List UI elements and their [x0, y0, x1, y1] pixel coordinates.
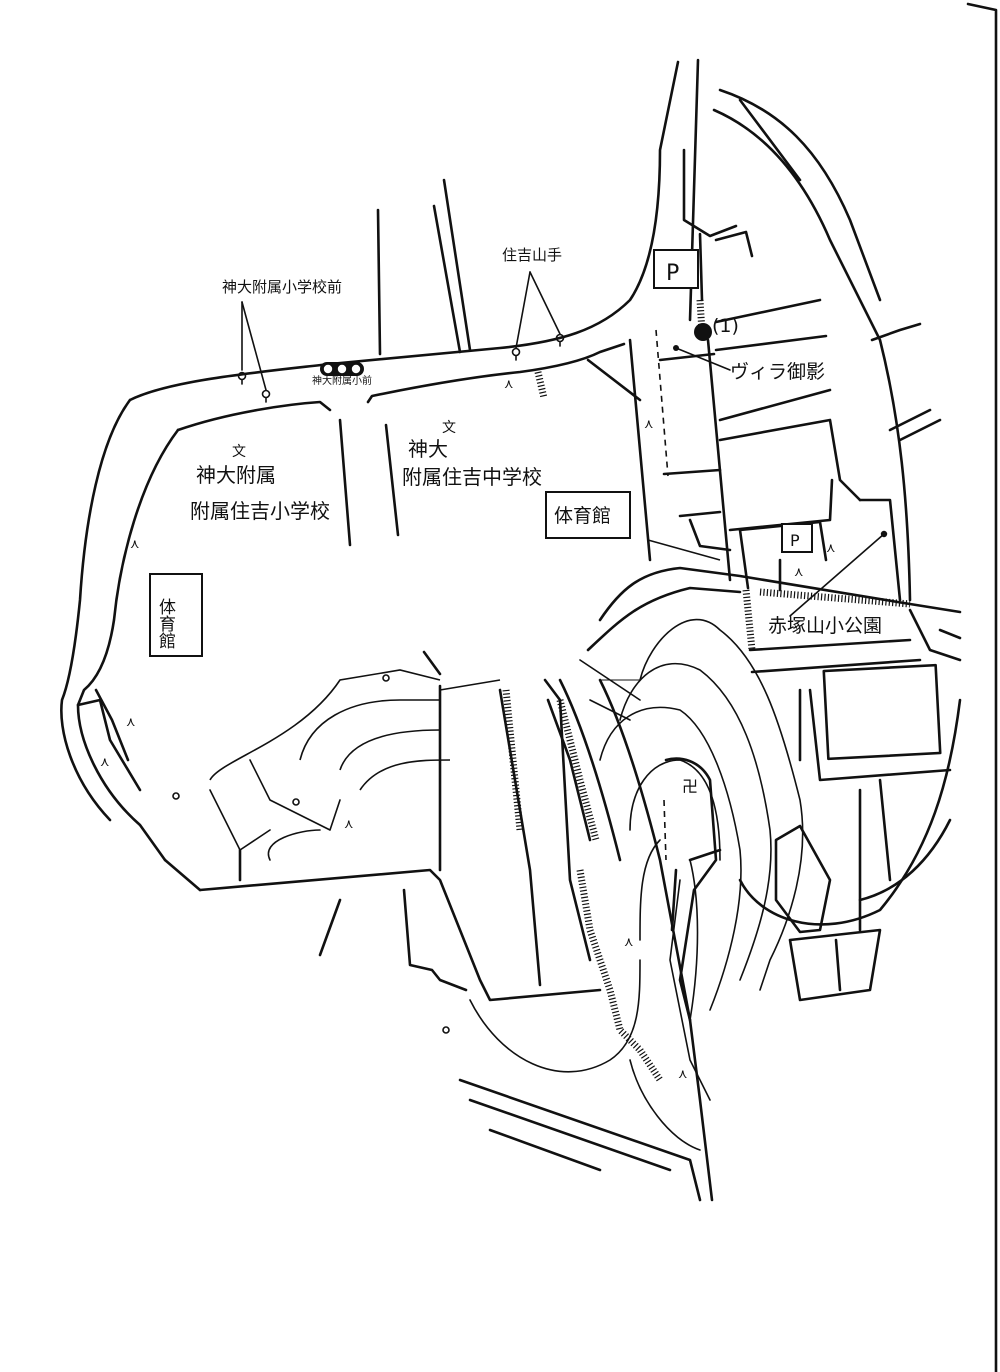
parking-2-label: P	[790, 531, 800, 550]
gym-left-box	[149, 573, 203, 657]
page-edge	[966, 2, 998, 1372]
svg-text:⋏: ⋏	[344, 817, 354, 832]
park-name-label: 赤塚山小公園	[768, 615, 882, 637]
hatched-steps	[502, 299, 911, 1082]
villa-leader-line	[675, 347, 731, 371]
point-marker-label: (1)	[712, 315, 739, 337]
gym-right-label: 体育館	[554, 505, 611, 527]
school-junior-symbol: 文	[442, 420, 456, 436]
school-elementary-name-1: 神大附属	[196, 463, 276, 487]
svg-text:⋏: ⋏	[644, 417, 654, 432]
gym-left-label: 体育館	[155, 598, 176, 649]
svg-text:⋏: ⋏	[624, 935, 634, 950]
parking-1-label: P	[666, 261, 679, 286]
city-blocks	[163, 298, 952, 1022]
villa-mikage-label: ヴィラ御影	[730, 361, 825, 383]
park-dot-icon	[880, 530, 888, 538]
contour-lines	[469, 618, 804, 1151]
svg-text:⋏: ⋏	[504, 377, 514, 392]
gym-right-box	[545, 491, 631, 539]
temple-icon: 卍	[682, 777, 698, 796]
parking-1-box	[653, 249, 699, 289]
svg-text:⋏: ⋏	[678, 1067, 688, 1082]
svg-text:⋏: ⋏	[126, 715, 136, 730]
park-leader-line	[789, 533, 885, 617]
bus-stop-label-fuzoku-shogakko-mae: 神大附属小学校前	[222, 278, 342, 296]
school-elementary-name-2: 附属住吉小学校	[190, 499, 330, 523]
parking-2-box	[781, 523, 813, 553]
embankments	[209, 539, 721, 861]
bus-stop-label-sumiyoshi-yamate: 住吉山手	[502, 246, 562, 264]
svg-text:⋏: ⋏	[826, 541, 836, 556]
bus-stop-markers	[237, 271, 565, 403]
traffic-signal-icon	[320, 362, 364, 376]
road-network	[60, 58, 962, 1202]
svg-text:⋏: ⋏	[130, 537, 140, 552]
school-junior-name-1: 神大	[408, 437, 448, 461]
vegetation-symbols: ⋏ ⋏ ⋏ ⋏ ⋏ ⋏ ⋏ ⋏ ⋏ ⋏	[100, 377, 836, 1082]
school-elementary-symbol: 文	[232, 444, 246, 460]
location-marker-icon	[694, 323, 712, 341]
svg-text:⋏: ⋏	[794, 565, 804, 580]
school-junior-name-2: 附属住吉中学校	[402, 465, 542, 489]
villa-dot-icon	[673, 345, 679, 351]
svg-text:⋏: ⋏	[100, 755, 110, 770]
crossing-label: 神大附属小前	[312, 374, 372, 387]
